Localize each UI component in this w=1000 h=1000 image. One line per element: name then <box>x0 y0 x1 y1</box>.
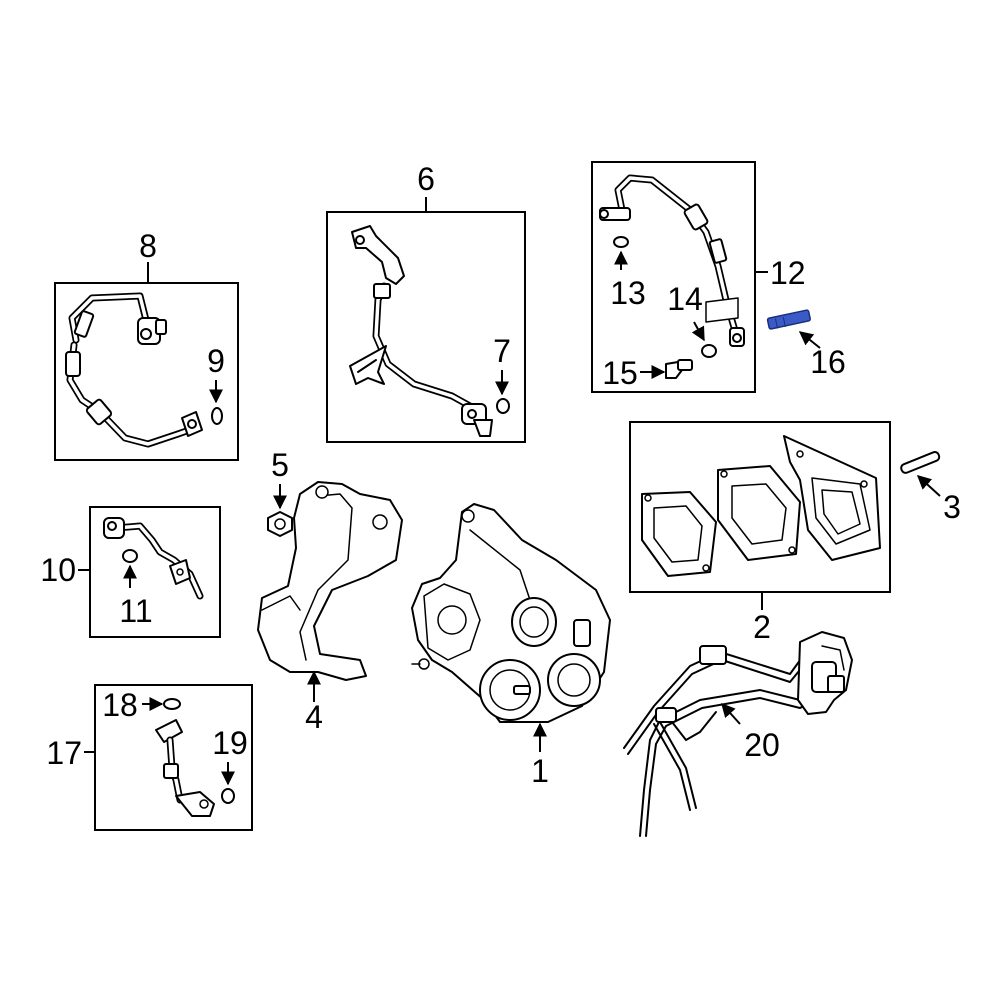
part-coolant-line-6[interactable] <box>349 225 493 437</box>
callout-19[interactable]: 19 <box>212 725 248 761</box>
group-box-17: 17 18 19 <box>46 684 253 831</box>
group-part-4: 4 <box>257 481 403 735</box>
callout-5[interactable]: 5 <box>271 447 289 483</box>
callout-13[interactable]: 13 <box>610 275 646 311</box>
group-box-8: 8 9 <box>54 228 239 461</box>
box-17 <box>94 684 253 831</box>
part-washer-11[interactable] <box>122 549 138 563</box>
box-12 <box>591 161 756 393</box>
part-coolant-pipes-20[interactable] <box>623 631 853 837</box>
part-gasket-2b[interactable] <box>717 465 801 561</box>
part-heat-shield-2c[interactable] <box>783 435 881 561</box>
callout-10[interactable]: 10 <box>40 552 76 588</box>
part-pin-3[interactable] <box>900 451 941 474</box>
part-washer-19[interactable] <box>221 788 235 804</box>
callout-3[interactable]: 3 <box>943 489 961 525</box>
leader-3 <box>916 475 941 497</box>
part-washer-9[interactable] <box>211 407 223 425</box>
part-stud-16[interactable] <box>766 309 811 330</box>
box-10 <box>89 506 221 638</box>
part-bolt-15[interactable] <box>665 359 693 379</box>
callout-14[interactable]: 14 <box>667 281 703 317</box>
part-oil-line-10[interactable] <box>103 517 204 600</box>
callout-4[interactable]: 4 <box>305 699 323 735</box>
callout-17[interactable]: 17 <box>46 735 82 771</box>
group-box-6: 6 7 <box>326 161 526 443</box>
part-washer-14[interactable] <box>701 344 717 358</box>
callout-8[interactable]: 8 <box>139 228 157 264</box>
part-oil-return-line-12[interactable] <box>599 174 745 347</box>
callout-1[interactable]: 1 <box>531 753 549 789</box>
callout-2[interactable]: 2 <box>753 609 771 645</box>
callout-7[interactable]: 7 <box>493 333 511 369</box>
callout-18[interactable]: 18 <box>102 687 138 723</box>
callout-12[interactable]: 12 <box>770 255 806 291</box>
leader-14 <box>691 321 705 342</box>
leader-20 <box>721 702 741 725</box>
part-washer-18[interactable] <box>163 698 181 710</box>
group-box-2: 2 <box>629 421 891 645</box>
group-box-12: 12 13 14 15 <box>591 161 806 393</box>
group-part-3: 3 <box>900 451 961 525</box>
callout-20[interactable]: 20 <box>744 727 780 763</box>
callout-11[interactable]: 11 <box>119 593 152 629</box>
callout-15[interactable]: 15 <box>602 355 638 391</box>
part-washer-7[interactable] <box>496 398 510 414</box>
group-box-10: 10 11 <box>40 506 221 638</box>
part-turbocharger-1[interactable] <box>411 503 611 723</box>
box-8 <box>54 282 239 461</box>
group-part-1: 1 <box>411 503 611 789</box>
group-part-5: 5 <box>267 447 293 537</box>
part-nut-5[interactable] <box>267 511 293 537</box>
group-part-16: 16 <box>766 309 846 380</box>
callout-6[interactable]: 6 <box>417 161 435 197</box>
part-coolant-line-17[interactable] <box>155 719 215 817</box>
part-heat-shield-4[interactable] <box>257 481 403 681</box>
box-2 <box>629 421 891 593</box>
part-gasket-2a[interactable] <box>641 491 717 577</box>
part-oil-line-8[interactable] <box>65 292 203 448</box>
leader-16 <box>798 331 821 349</box>
part-washer-13[interactable] <box>613 236 629 248</box>
callout-16[interactable]: 16 <box>810 344 846 380</box>
callout-9[interactable]: 9 <box>207 343 225 379</box>
group-part-20: 20 <box>623 631 853 837</box>
